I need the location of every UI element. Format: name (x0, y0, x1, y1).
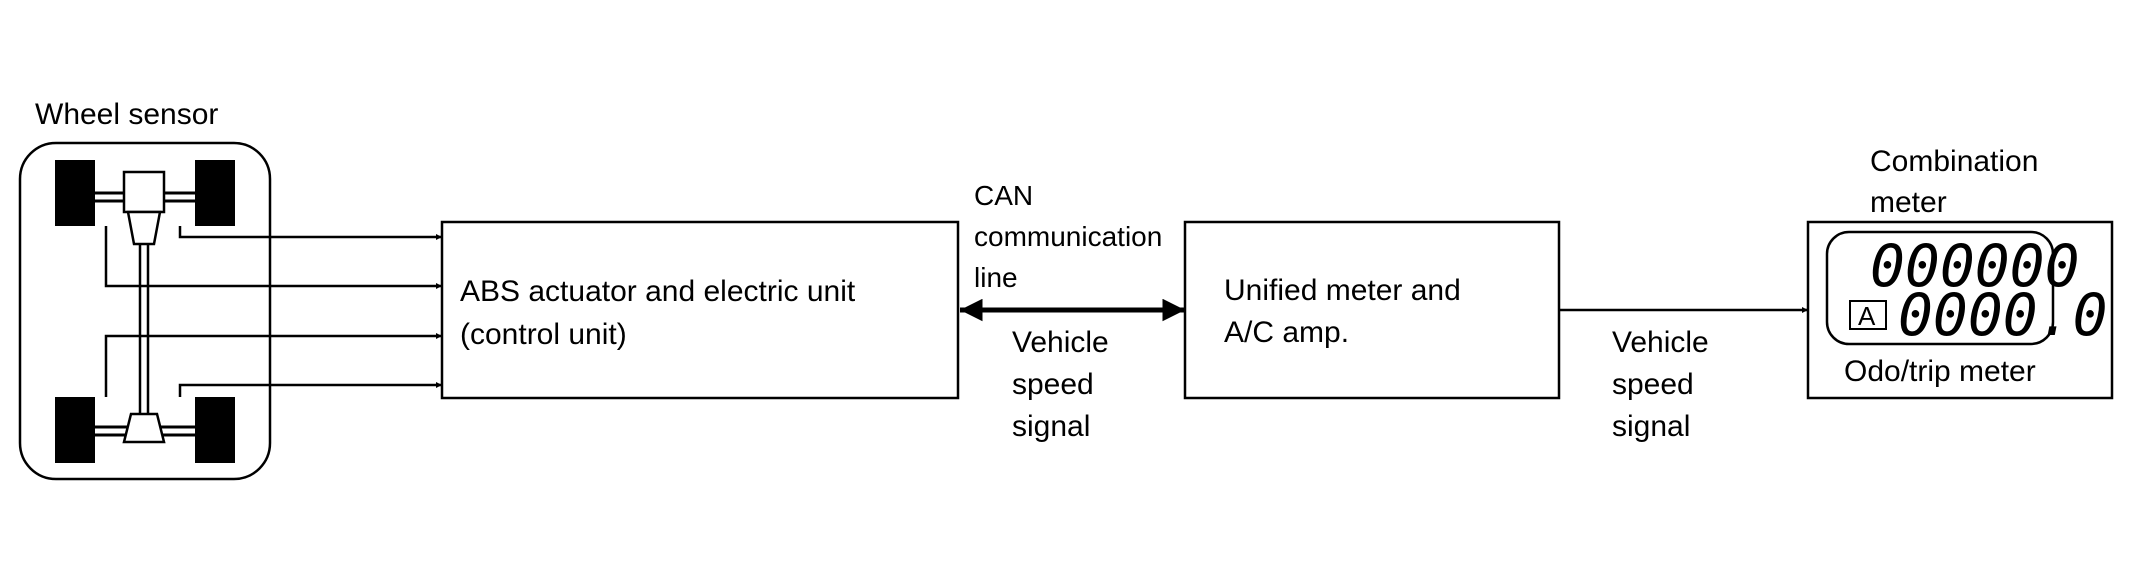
abs-unit-label-line2: (control unit) (460, 318, 627, 351)
rear-right-wheel-icon (195, 397, 235, 463)
front-right-wheel-icon (195, 160, 235, 226)
odo-trip-display (1825, 230, 2055, 346)
wheel-sensor-label: Wheel sensor (35, 98, 218, 131)
meter-amp-label-line2: A/C amp. (1224, 316, 1349, 349)
can-label-line3: line (974, 262, 1018, 293)
sensor-line-front-right (178, 226, 442, 240)
sensor-lines (104, 226, 442, 397)
combination-meter-title-line2: meter (1870, 186, 1947, 219)
front-left-wheel-icon (55, 160, 95, 226)
signal2-line1: Vehicle (1612, 326, 1709, 359)
signal2-line2: speed (1612, 368, 1694, 401)
signal2-line3: signal (1612, 410, 1690, 443)
odo-trip-caption: Odo/trip meter (1844, 355, 2036, 388)
vehicle-speed-signal-label-2: Vehicle speed signal (1612, 326, 1709, 443)
meter-amp-label-line1: Unified meter and (1224, 274, 1461, 307)
signal1-line2: speed (1012, 368, 1094, 401)
abs-unit-label-line1: ABS actuator and electric unit (460, 275, 856, 308)
can-label-line2: communication (974, 221, 1162, 252)
rear-left-wheel-icon (55, 397, 95, 463)
vehicle-speed-signal-label-1: Vehicle speed signal (1012, 326, 1109, 443)
trip-a-indicator: A (1858, 301, 1876, 331)
trip-readout: 0000.0 (1898, 281, 2108, 349)
abs-control-unit-box: ABS actuator and electric unit (control … (440, 220, 960, 400)
signal1-line3: signal (1012, 410, 1090, 443)
sensor-line-rear-left (104, 333, 442, 397)
can-label-line1: CAN (974, 180, 1033, 211)
signal1-line1: Vehicle (1012, 326, 1109, 359)
wheel-sensor-chassis (18, 141, 272, 481)
unified-meter-amp-box: Unified meter and A/C amp. (1183, 220, 1561, 400)
combination-meter-box: 000000 A 0000.0 Odo/trip meter (1806, 220, 2114, 400)
can-communication-label: CAN communication line (974, 180, 1162, 293)
trip-a-indicator-box (1849, 300, 1887, 330)
odo-readout: 000000 (1870, 232, 2080, 300)
sensor-line-rear-right (178, 382, 442, 397)
combination-meter-title-line1: Combination (1870, 145, 2038, 178)
sensor-line-front-left (104, 226, 442, 289)
